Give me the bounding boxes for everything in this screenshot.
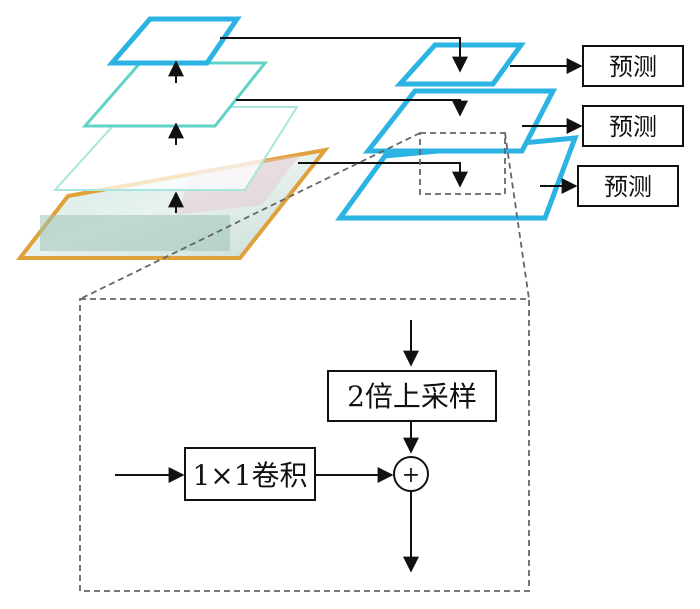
zoom-callout — [79, 132, 530, 592]
zoom-line-right — [504, 132, 530, 300]
prediction-box-3 — [577, 165, 679, 207]
feature-pyramid — [335, 42, 579, 221]
merge-detail: 2倍上采样 1×1卷积 + — [115, 320, 497, 573]
conv-box — [184, 447, 316, 501]
backbone-level-3 — [106, 16, 242, 66]
prediction-label-3: 预测 — [604, 173, 652, 201]
prediction-box-1 — [582, 45, 684, 87]
backbone-pyramid — [15, 16, 330, 260]
prediction-box-2 — [582, 105, 684, 147]
lateral-connections — [220, 37, 468, 188]
zoom-region — [419, 132, 506, 195]
conv-label: 1×1卷积 — [192, 459, 307, 492]
fpn-level-2 — [362, 88, 558, 154]
image-detail — [40, 215, 230, 251]
backbone-level-2 — [81, 61, 269, 128]
lateral-arrow-1 — [220, 37, 468, 73]
prediction-outputs: 预测 预测 预测 — [510, 45, 684, 207]
prediction-label-2: 预测 — [609, 113, 657, 141]
lateral-arrow-2 — [236, 99, 468, 117]
add-symbol: + — [402, 463, 420, 488]
prediction-label-1: 预测 — [609, 53, 657, 81]
zoom-line-left — [79, 132, 421, 300]
upsample-label: 2倍上采样 — [347, 380, 477, 413]
upsample-box — [327, 370, 497, 422]
detail-panel — [79, 298, 530, 592]
backbone-level-1 — [52, 106, 299, 191]
lateral-arrow-3 — [298, 162, 468, 188]
